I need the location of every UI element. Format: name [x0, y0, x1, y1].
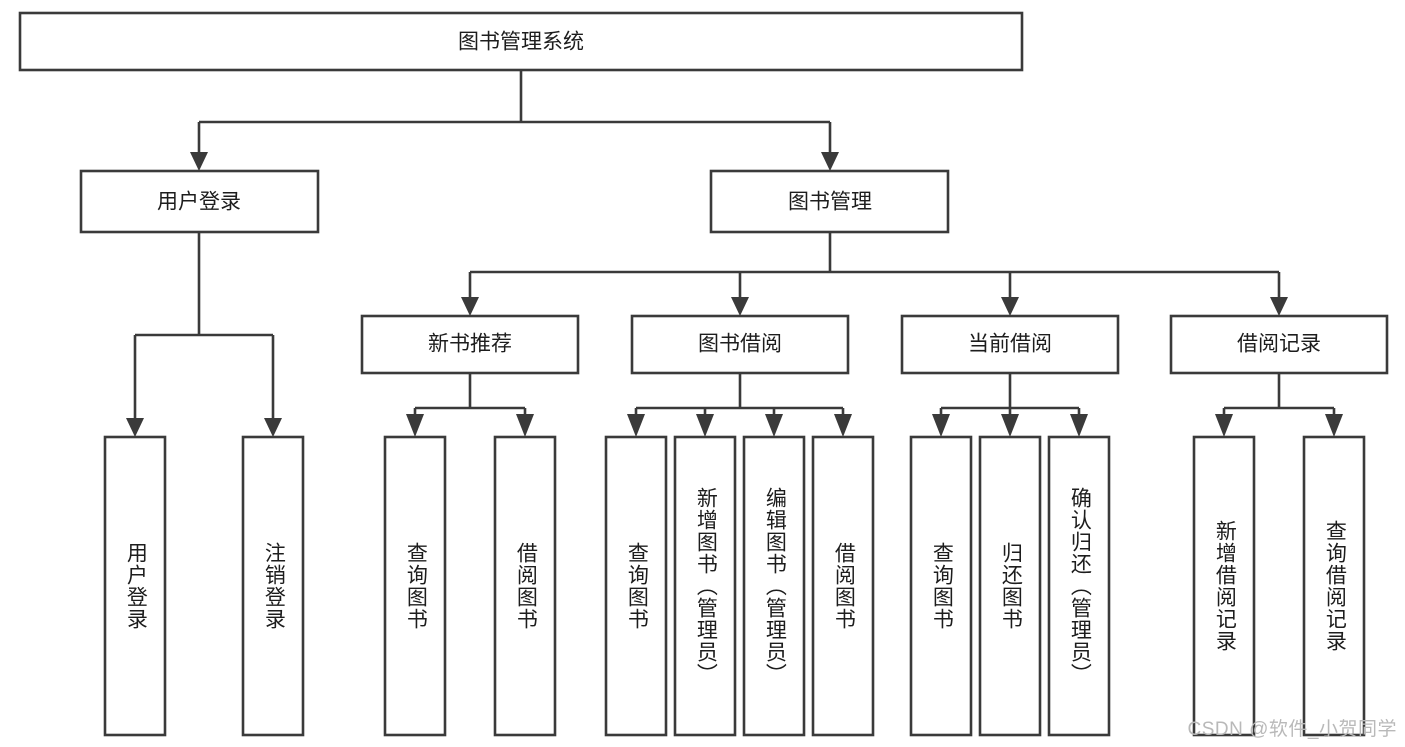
node-label-new-book-recommend: 新书推荐: [428, 333, 512, 356]
node-box-leaf-add-record[interactable]: [1192, 435, 1256, 737]
node-label-current-borrow: 当前借阅: [968, 333, 1052, 356]
arrowhead-current-borrow: [1001, 297, 1019, 316]
node-layer: 图书管理系统 用户登录 图书管理 新书推荐 图书借阅 当前借阅 借阅记录: [18, 11, 1389, 737]
arrowhead-leaf-user-login: [126, 418, 144, 437]
node-box-user-login[interactable]: [79, 169, 320, 234]
node-box-leaf-borrow-book-1[interactable]: [493, 435, 557, 737]
arrowhead-leaf-edit-book: [765, 414, 783, 437]
node-label-root: 图书管理系统: [458, 31, 584, 54]
arrowhead-leaf-return-book: [1001, 414, 1019, 437]
arrowhead-leaf-borrow-book-1: [516, 414, 534, 437]
node-box-leaf-query-book-2[interactable]: [604, 435, 668, 737]
arrowhead-leaf-query-book-1: [406, 414, 424, 437]
arrowhead-leaf-query-book-2: [627, 414, 645, 437]
node-box-leaf-user-logout[interactable]: [241, 435, 305, 737]
arrowhead-book-borrow: [731, 297, 749, 316]
arrowhead-borrow-record: [1270, 297, 1288, 316]
node-label-borrow-record: 借阅记录: [1237, 333, 1321, 356]
node-box-leaf-user-login[interactable]: [103, 435, 167, 737]
arrowhead-leaf-query-record: [1325, 414, 1343, 437]
node-label-user-login: 用户登录: [157, 191, 241, 214]
node-box-root[interactable]: [18, 11, 1024, 72]
node-box-leaf-query-book-3[interactable]: [909, 435, 973, 737]
node-box-book-borrow[interactable]: [630, 314, 850, 375]
node-box-new-book-recommend[interactable]: [360, 314, 580, 375]
arrowhead-leaf-user-logout: [264, 418, 282, 437]
arrowhead-leaf-add-record: [1215, 414, 1233, 437]
watermark-text: CSDN @软件_小贺同学: [1187, 719, 1397, 740]
arrowhead-leaf-add-book: [696, 414, 714, 437]
node-box-leaf-confirm-return[interactable]: [1047, 435, 1111, 737]
connector-layer: [126, 70, 1343, 437]
arrowhead-leaf-confirm-return: [1070, 414, 1088, 437]
node-box-borrow-record[interactable]: [1169, 314, 1389, 375]
arrowhead-user-login: [190, 152, 208, 171]
node-box-leaf-query-book-1[interactable]: [383, 435, 447, 737]
arrowhead-leaf-borrow-book-2: [834, 414, 852, 437]
arrowhead-leaf-query-book-3: [932, 414, 950, 437]
node-box-current-borrow[interactable]: [900, 314, 1120, 375]
node-box-leaf-return-book[interactable]: [978, 435, 1042, 737]
node-box-leaf-add-book[interactable]: [673, 435, 737, 737]
node-label-book-borrow: 图书借阅: [698, 333, 782, 356]
node-box-book-management[interactable]: [709, 169, 950, 234]
node-box-leaf-edit-book[interactable]: [742, 435, 806, 737]
node-box-leaf-borrow-book-2[interactable]: [811, 435, 875, 737]
arrowhead-new-book-recommend: [461, 297, 479, 316]
node-box-leaf-query-record[interactable]: [1302, 435, 1366, 737]
node-label-book-management: 图书管理: [788, 191, 872, 214]
arrowhead-book-management: [821, 152, 839, 171]
